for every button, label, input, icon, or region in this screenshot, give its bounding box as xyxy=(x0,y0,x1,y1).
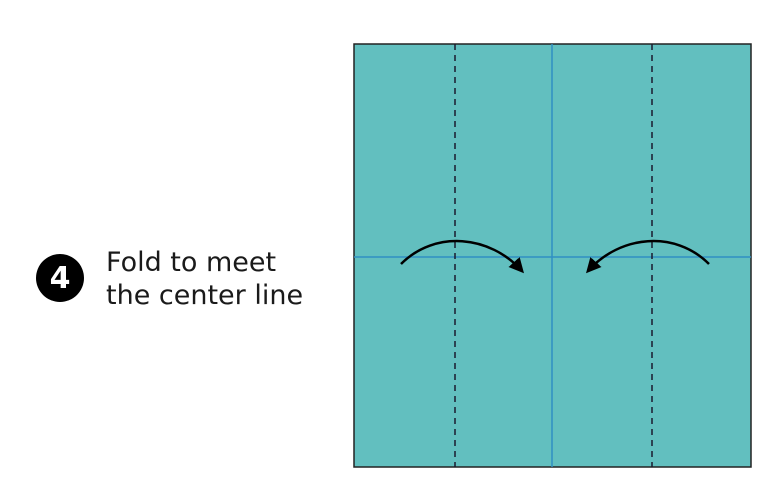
step-instruction: 4 Fold to meet the center line xyxy=(36,246,303,312)
step-number-badge: 4 xyxy=(36,254,84,302)
instruction-text: Fold to meet the center line xyxy=(106,246,303,312)
instruction-line-1: Fold to meet xyxy=(106,247,277,278)
curved-arrow-left-icon xyxy=(586,239,710,274)
instruction-line-2: the center line xyxy=(106,280,304,311)
curved-arrow-right-icon xyxy=(400,239,524,274)
step-number: 4 xyxy=(49,260,71,296)
